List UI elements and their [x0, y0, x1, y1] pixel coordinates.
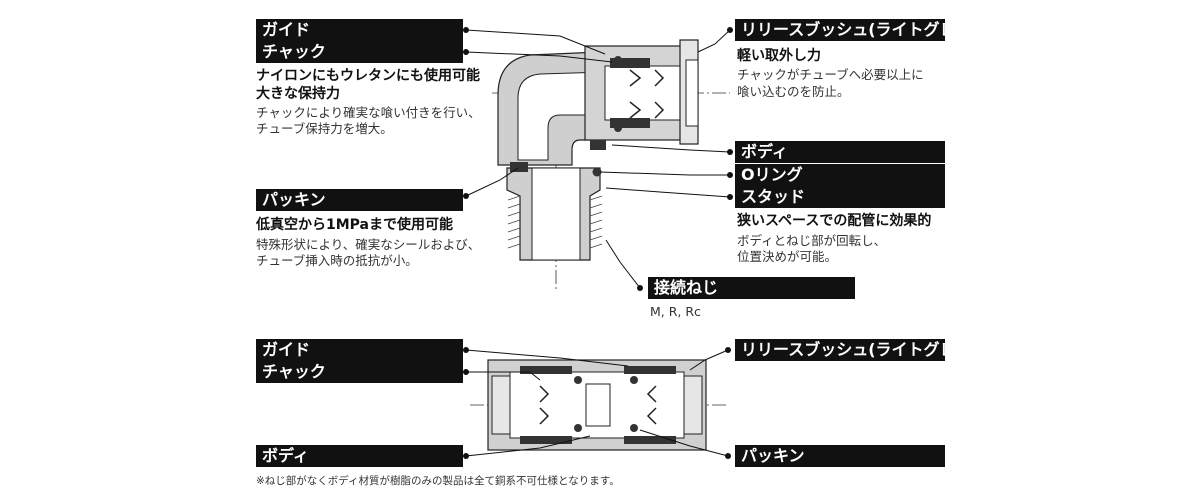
- label-chuck: チャック: [256, 41, 463, 63]
- chuck-desc-1: チャックにより確実な喰い付きを行い、: [256, 105, 481, 120]
- packing-desc-1: 特殊形状により、確実なシールおよび、: [256, 237, 481, 252]
- label-guide: ガイド: [256, 19, 463, 41]
- label-o-ring: Oリング: [735, 164, 945, 186]
- chuck-heading-1: ナイロンにもウレタンにも使用可能: [256, 68, 480, 84]
- chuck-heading-2: 大きな保持力: [256, 86, 340, 102]
- elbow-fitting-cross-section: [492, 39, 730, 292]
- bottom-label-body: ボディ: [256, 445, 463, 467]
- bottom-label-guide: ガイド: [256, 339, 463, 361]
- stud-heading: 狭いスペースでの配管に効果的: [737, 213, 932, 229]
- bottom-leader-dots: [463, 347, 731, 459]
- stud-desc-2: 位置決めが可能。: [737, 249, 838, 264]
- bottom-label-packing: パッキン: [735, 445, 945, 467]
- bottom-label-chuck: チャック: [256, 361, 463, 383]
- label-stud: スタッド: [735, 186, 945, 208]
- stud-desc-1: ボディとねじ部が回転し、: [737, 233, 887, 248]
- top-leader-lines: [465, 29, 731, 289]
- label-release-bushing: リリースブッシュ(ライトグレー): [735, 19, 979, 41]
- footnote: ※ねじ部がなくボディ材質が樹脂のみの製品は全て銅系不可仕様となります。: [256, 475, 620, 487]
- release-desc-1: チャックがチューブへ必要以上に: [737, 67, 924, 82]
- thread-types: M, R, Rc: [650, 304, 701, 319]
- bottom-leader-lines: [465, 349, 729, 457]
- bottom-label-release-bushing: リリースブッシュ(ライトグレー): [735, 339, 979, 361]
- label-connection-thread: 接続ねじ: [648, 277, 855, 299]
- union-fitting-cross-section: [470, 359, 728, 451]
- packing-desc-2: チューブ挿入時の抵抗が小。: [256, 253, 418, 268]
- release-heading: 軽い取外し力: [737, 48, 821, 64]
- label-body: ボディ: [735, 141, 945, 163]
- release-desc-2: 喰い込むのを防止。: [737, 84, 850, 99]
- packing-heading: 低真空から1MPaまで使用可能: [256, 217, 454, 233]
- top-leader-dots: [463, 27, 733, 291]
- chuck-desc-2: チューブ保持力を増大。: [256, 121, 393, 136]
- label-packing: パッキン: [256, 189, 463, 211]
